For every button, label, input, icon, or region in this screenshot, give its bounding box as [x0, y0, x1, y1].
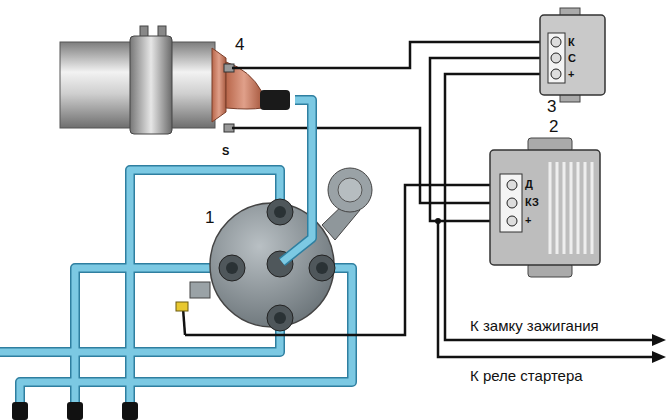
hv-lead — [295, 100, 312, 195]
additional-resistor — [551, 53, 561, 63]
distributor — [338, 178, 362, 202]
distributor — [309, 255, 335, 281]
callout-number: 3 — [547, 98, 556, 115]
terminal-label: Д — [525, 179, 533, 190]
wire — [430, 58, 535, 221]
switching-unit — [507, 198, 517, 208]
wire-destination-label: К замку зажигания — [470, 318, 599, 333]
switching-unit — [507, 180, 517, 190]
hv-lead — [295, 100, 312, 195]
distributor — [267, 305, 293, 331]
additional-resistor — [540, 15, 605, 95]
wire — [295, 42, 535, 68]
distributor — [176, 302, 188, 311]
wire — [232, 67, 295, 70]
wire-destination-label: К реле стартера — [470, 368, 583, 383]
hv-lead-outline — [295, 100, 312, 195]
lead-end — [226, 206, 328, 324]
distributor — [219, 255, 245, 281]
distributor — [176, 168, 372, 331]
additional-resistor — [551, 37, 561, 47]
additional-resistor — [548, 33, 565, 83]
cooling-fin — [570, 162, 573, 254]
ignition-coil — [212, 48, 226, 122]
cooling-fin — [556, 162, 559, 254]
cooling-fin — [563, 162, 566, 254]
terminal-label: + — [568, 69, 574, 80]
additional-resistor — [551, 69, 561, 79]
switching-unit — [490, 138, 600, 277]
lead-end — [226, 262, 238, 274]
switching-unit — [490, 150, 600, 265]
terminal-label: + — [525, 215, 531, 226]
wire — [183, 308, 185, 335]
wire — [445, 74, 655, 340]
lead-end — [316, 262, 328, 274]
switching-unit — [507, 216, 517, 226]
lead-end — [274, 206, 286, 218]
resistor-node: 3 КС + — [535, 10, 610, 117]
switch-unit-node: 2Д КЗ + — [488, 118, 603, 270]
wire — [185, 185, 488, 335]
terminal-label: КЗ — [525, 197, 539, 208]
wire — [295, 42, 535, 68]
switching-unit — [550, 162, 592, 254]
hv-lead — [0, 170, 352, 405]
ignition-coil — [260, 90, 290, 110]
arrowhead — [652, 334, 666, 363]
distributor — [190, 282, 210, 298]
arrowhead — [652, 334, 666, 346]
ignition-coil — [60, 26, 290, 134]
plug-connector — [67, 402, 83, 420]
callout-number: 4 — [235, 36, 244, 53]
cooling-fin — [584, 162, 587, 254]
wire — [185, 185, 488, 335]
arrowhead — [652, 351, 666, 363]
terminal-label: С — [568, 53, 576, 64]
plug-connector — [12, 402, 138, 420]
plug-connector — [122, 402, 138, 420]
additional-resistor — [540, 8, 605, 102]
distributor — [267, 199, 293, 225]
wire — [232, 127, 295, 130]
terminal-label: S — [222, 146, 229, 157]
distributor-node: 1 — [170, 195, 345, 335]
plug-connector — [12, 402, 28, 420]
ignition-coil-node: 4S — [55, 22, 295, 159]
callout-number: 2 — [549, 118, 558, 135]
wire — [295, 128, 488, 203]
wire — [295, 128, 488, 203]
hv-lead — [282, 195, 312, 262]
callout-number: 1 — [205, 209, 214, 226]
cooling-fin — [577, 162, 580, 254]
switching-unit — [500, 174, 522, 232]
lead-end — [274, 312, 286, 324]
hv-lead — [282, 195, 312, 262]
wire — [430, 58, 535, 221]
cooling-fin — [549, 162, 552, 254]
cooling-fin — [591, 162, 594, 254]
ignition-coil — [130, 36, 172, 134]
distributor — [328, 168, 372, 212]
terminal-label: К — [568, 37, 575, 48]
